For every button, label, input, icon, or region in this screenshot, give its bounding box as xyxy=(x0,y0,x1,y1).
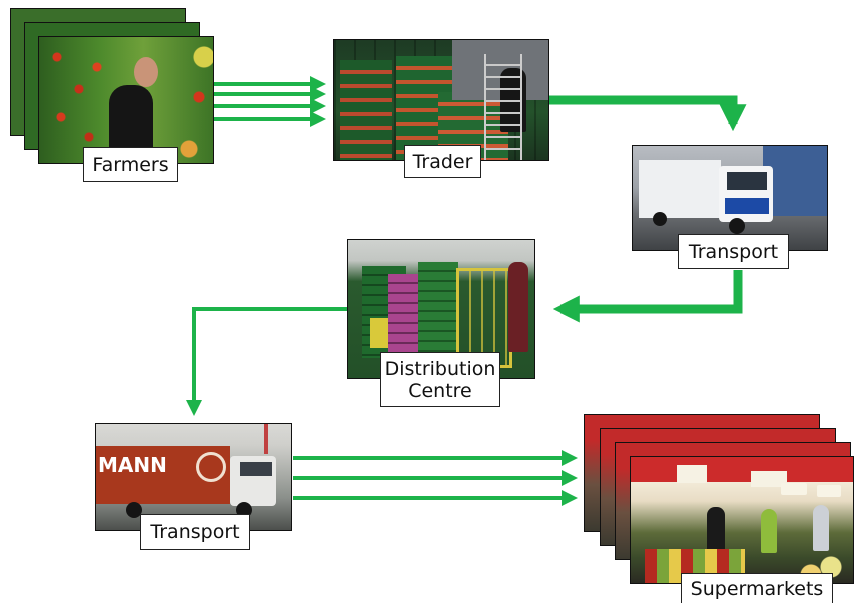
supermarket-photo xyxy=(630,456,854,584)
supermarkets-label: Supermarkets xyxy=(681,573,833,603)
building xyxy=(763,146,827,216)
wheel-2 xyxy=(653,212,667,226)
cab-grille xyxy=(725,198,769,214)
farmer-greenhouse-photo xyxy=(38,36,214,164)
trailer-logo-text: MANN xyxy=(98,453,167,477)
crate-pile-1 xyxy=(340,60,392,160)
pole xyxy=(264,424,268,454)
trader-label: Trader xyxy=(404,145,481,178)
roll-cage xyxy=(456,268,512,368)
crate-stack-c xyxy=(418,262,458,358)
wheel-1 xyxy=(729,218,745,234)
transport2-label: Transport xyxy=(140,514,250,550)
arrow-trader-transport xyxy=(549,95,747,132)
transport1-label: Transport xyxy=(678,234,789,269)
worker-figure xyxy=(508,262,528,352)
lorry-photo xyxy=(632,145,828,251)
sign-panel-2 xyxy=(751,471,787,487)
trailer-logo-circle xyxy=(196,452,226,482)
cab-windshield xyxy=(727,172,767,190)
shopper-2 xyxy=(761,509,777,553)
wheel-2 xyxy=(126,502,142,518)
shopper-1 xyxy=(707,507,725,555)
sign-panel-1 xyxy=(677,465,707,483)
crate-stack-photo xyxy=(333,39,549,161)
ladder xyxy=(484,54,522,160)
forklift xyxy=(370,318,388,348)
truck-trailer-photo: MANN xyxy=(95,423,292,531)
distribution-label: Distribution Centre xyxy=(380,352,500,407)
lamp-2 xyxy=(817,485,841,497)
shopper-3 xyxy=(813,505,829,551)
farmers-label: Farmers xyxy=(83,147,178,182)
lamp-1 xyxy=(781,483,807,495)
truck-windshield xyxy=(240,462,272,476)
arrow-distribution-transport xyxy=(186,307,347,416)
crate-stack-b xyxy=(388,274,418,354)
trailer xyxy=(639,160,721,218)
farmer-head xyxy=(134,57,158,87)
arrow-transport-distribution xyxy=(552,270,743,323)
